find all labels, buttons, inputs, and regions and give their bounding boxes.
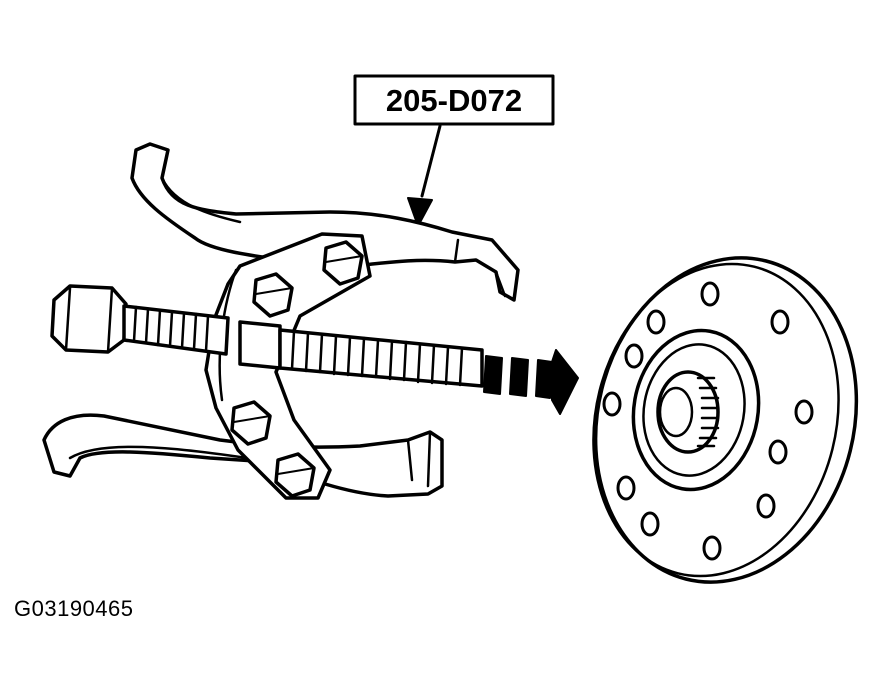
bolt-holes xyxy=(602,281,814,561)
screw-hex-head xyxy=(50,284,128,354)
bolt-lower-left xyxy=(230,400,272,446)
callout-arrowhead xyxy=(407,197,433,227)
yoke-plate xyxy=(204,232,372,500)
stud-thread xyxy=(696,376,720,448)
tool-callout: 205-D072 xyxy=(353,74,555,227)
wheel-hub xyxy=(592,256,859,584)
screw-thread-right xyxy=(290,329,464,387)
hub-stud xyxy=(656,370,720,454)
callout-leader xyxy=(420,124,442,198)
direction-arrow xyxy=(483,349,579,415)
screw-thread-left xyxy=(132,305,210,353)
bolt-lower-right xyxy=(274,452,316,498)
figure-id: G03190465 xyxy=(14,596,134,621)
bolt-upper-left xyxy=(252,272,294,318)
upper-jaw xyxy=(130,142,520,302)
callout-label: 205-D072 xyxy=(386,83,522,118)
callout-box xyxy=(353,74,555,126)
forcing-screw xyxy=(50,284,484,388)
bolt-upper-right xyxy=(322,240,364,286)
